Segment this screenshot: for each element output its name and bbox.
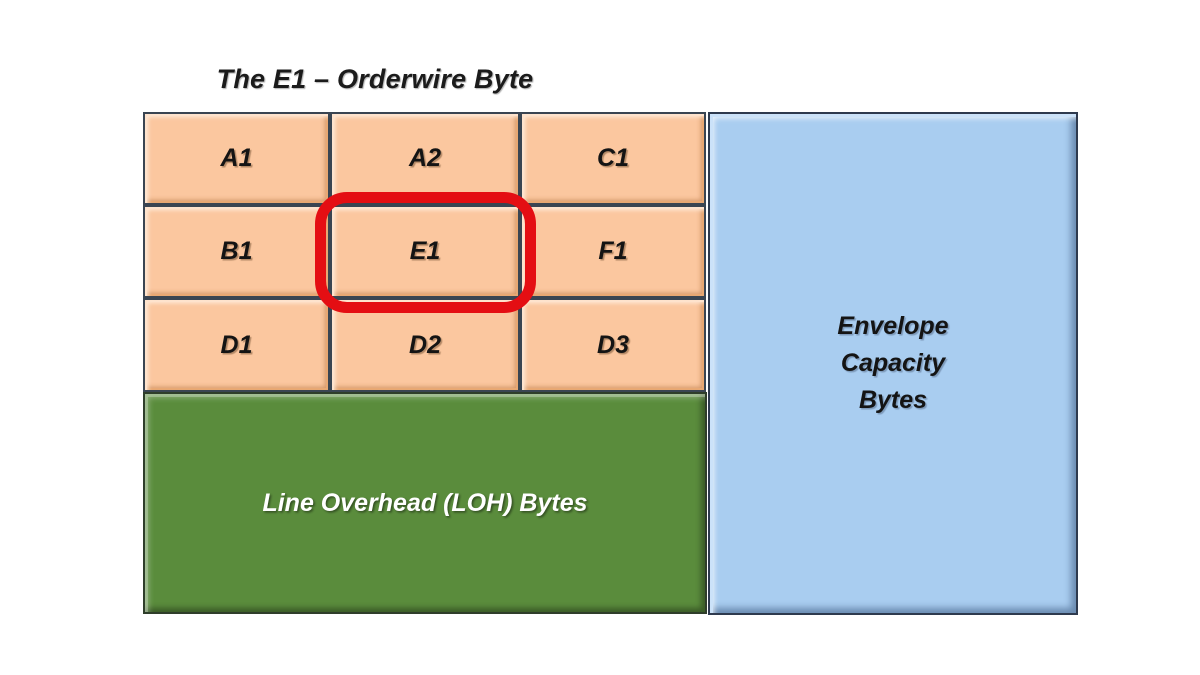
diagram-title: The E1 – Orderwire Byte — [216, 64, 534, 94]
cell-d2: D2 — [330, 298, 520, 392]
cell-d1: D1 — [143, 298, 330, 392]
envelope-label-line-3: Bytes — [858, 386, 928, 414]
cell-f1: F1 — [520, 205, 706, 298]
cell-b1: B1 — [143, 205, 330, 298]
line-overhead-region: Line Overhead (LOH) Bytes — [143, 392, 707, 614]
cell-a1: A1 — [143, 112, 330, 205]
cell-e1: E1 — [330, 205, 520, 298]
cell-c1: C1 — [520, 112, 706, 205]
overhead-byte-grid: A1 A2 C1 B1 E1 F1 D1 D2 D3 — [143, 112, 706, 392]
line-overhead-label: Line Overhead (LOH) Bytes — [262, 488, 588, 517]
envelope-label-line-2: Capacity — [840, 349, 946, 377]
cell-d3: D3 — [520, 298, 706, 392]
envelope-label-line-1: Envelope — [837, 312, 949, 340]
e1-highlight-ring — [315, 192, 536, 313]
cell-a2: A2 — [330, 112, 520, 205]
envelope-capacity-region: Envelope Capacity Bytes — [708, 112, 1078, 615]
